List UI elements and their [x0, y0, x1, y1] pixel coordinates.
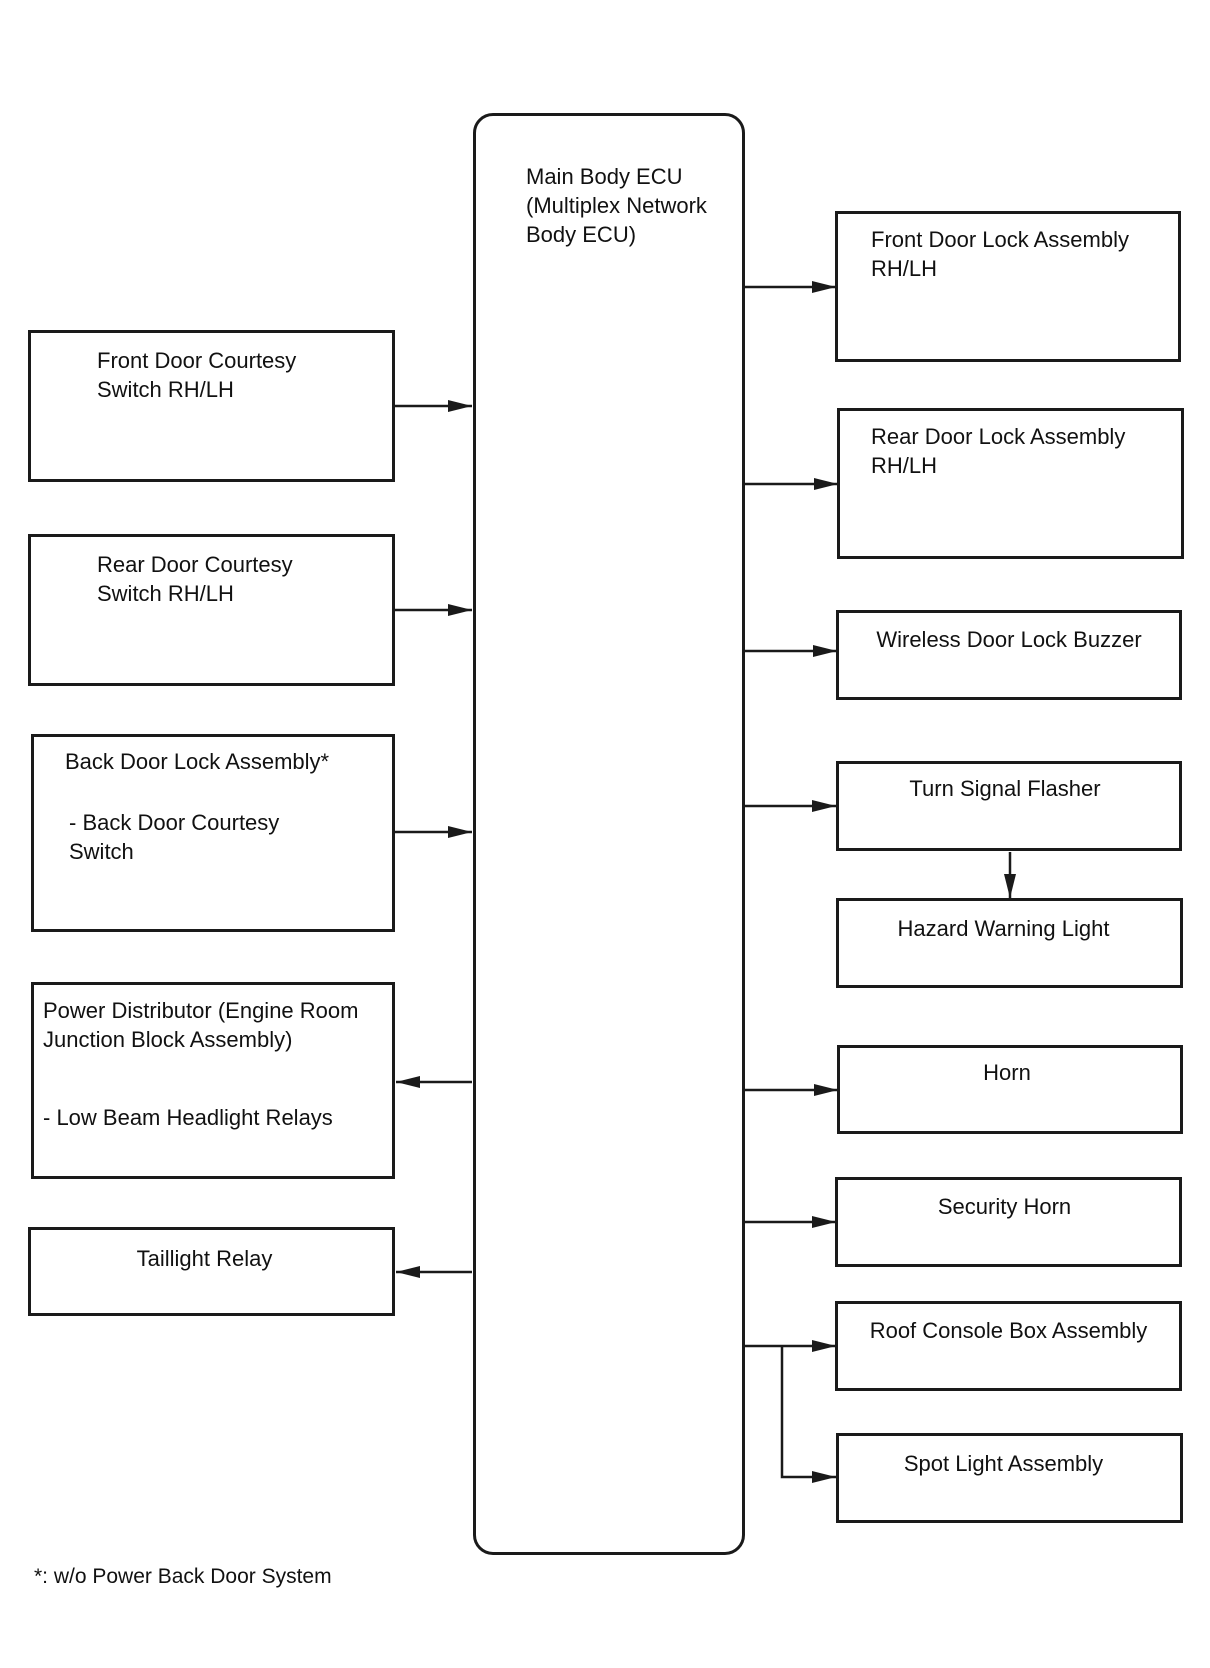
- horn-label: Horn: [983, 1060, 1031, 1085]
- front-door-lock-assembly-label: Front Door Lock Assembly RH/LH: [871, 227, 1129, 281]
- security-horn-box: Security Horn: [835, 1177, 1182, 1267]
- spot-light-assembly-label: Spot Light Assembly: [903, 1451, 1104, 1476]
- power-distributor-label: Power Distributor (Engine Room Junction …: [43, 998, 359, 1052]
- wireless-door-lock-buzzer-box: Wireless Door Lock Buzzer: [836, 610, 1182, 700]
- wireless-door-lock-buzzer-label: Wireless Door Lock Buzzer: [876, 627, 1142, 652]
- main-body-ecu-label: Main Body ECU (Multiplex Network Body EC…: [526, 164, 707, 247]
- back-door-courtesy-switch-label: - Back Door Courtesy Switch: [69, 810, 280, 864]
- turn-signal-flasher-label: Turn Signal Flasher: [909, 776, 1101, 801]
- arrow-ecu-to-spot-light: [780, 1346, 836, 1483]
- rear-door-courtesy-switch-label: Rear Door Courtesy Switch RH/LH: [97, 552, 293, 606]
- footnote: *: w/o Power Back Door System: [34, 1565, 332, 1588]
- back-door-lock-assembly-box: Back Door Lock Assembly* - Back Door Cou…: [31, 734, 395, 932]
- turn-signal-flasher-box: Turn Signal Flasher: [836, 761, 1182, 851]
- front-door-lock-assembly-box: Front Door Lock Assembly RH/LH: [835, 211, 1181, 362]
- front-door-courtesy-switch-box: Front Door Courtesy Switch RH/LH: [28, 330, 395, 482]
- hazard-warning-light-label: Hazard Warning Light: [897, 916, 1110, 941]
- back-door-lock-assembly-label: Back Door Lock Assembly*: [65, 749, 330, 774]
- hazard-warning-light-box: Hazard Warning Light: [836, 898, 1183, 988]
- taillight-relay-label: Taillight Relay: [136, 1246, 273, 1271]
- main-body-ecu-box: Main Body ECU (Multiplex Network Body EC…: [473, 113, 745, 1555]
- rear-door-lock-assembly-label: Rear Door Lock Assembly RH/LH: [871, 424, 1126, 478]
- rear-door-lock-assembly-box: Rear Door Lock Assembly RH/LH: [837, 408, 1184, 559]
- low-beam-headlight-relays-label: - Low Beam Headlight Relays: [43, 1105, 333, 1130]
- power-distributor-box: Power Distributor (Engine Room Junction …: [31, 982, 395, 1179]
- security-horn-label: Security Horn: [937, 1194, 1072, 1219]
- rear-door-courtesy-switch-box: Rear Door Courtesy Switch RH/LH: [28, 534, 395, 686]
- roof-console-box-assembly-box: Roof Console Box Assembly: [835, 1301, 1182, 1391]
- horn-box: Horn: [837, 1045, 1183, 1134]
- taillight-relay-box: Taillight Relay: [28, 1227, 395, 1316]
- roof-console-box-assembly-label: Roof Console Box Assembly: [869, 1318, 1148, 1343]
- front-door-courtesy-switch-label: Front Door Courtesy Switch RH/LH: [97, 348, 297, 402]
- spot-light-assembly-box: Spot Light Assembly: [836, 1433, 1183, 1523]
